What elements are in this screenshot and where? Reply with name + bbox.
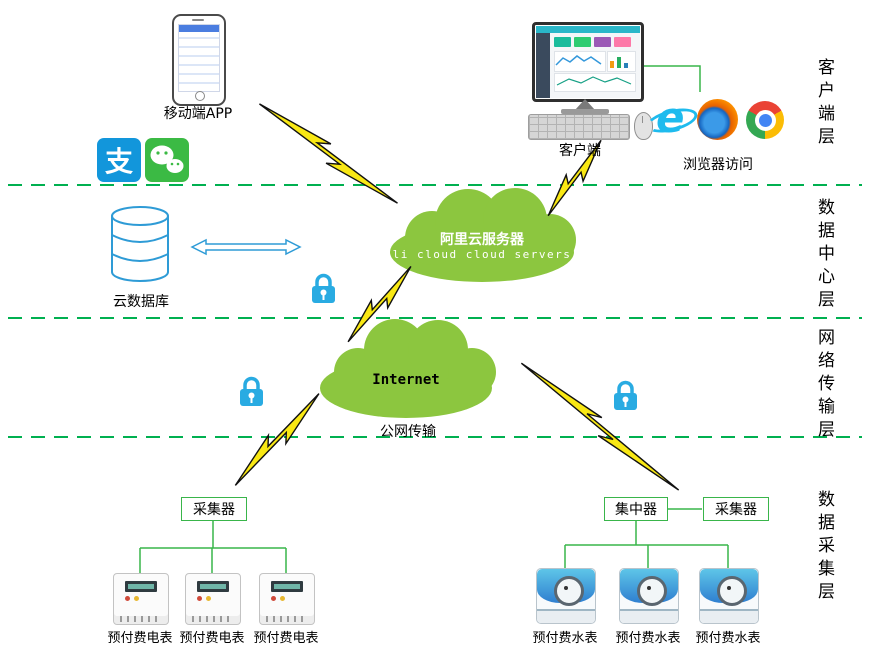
water-meter-icon (699, 568, 759, 624)
alipay-glyph: 支 (104, 145, 133, 178)
bolt-client-cloud (543, 134, 607, 221)
client-browser-connector (638, 65, 701, 92)
bolt-internet-concentrator (515, 358, 685, 494)
layer-label-datacenter: 数据中心层 (814, 198, 834, 313)
collector-right-box: 采集器 (703, 497, 769, 521)
ie-glyph: e (656, 93, 685, 142)
electric-meter-label: 预付费电表 (179, 631, 245, 646)
electric-meter-icon (259, 573, 315, 625)
monitor-stand (575, 99, 595, 110)
chrome-hub (754, 109, 776, 131)
phone-home-button (195, 91, 205, 101)
browser-access-label: 浏览器访问 (683, 157, 753, 173)
electric-meter-label: 预付费电表 (253, 631, 319, 646)
client-label: 客户端 (559, 143, 601, 159)
water-meter-label: 预付费水表 (532, 631, 598, 646)
sync-double-arrow (190, 238, 302, 256)
phone-screen (178, 24, 220, 92)
dashboard-sidebar (536, 33, 550, 98)
security-lock-icon (614, 380, 637, 410)
ali-cloud-subtitle: li cloud cloud servers (392, 248, 572, 261)
water-meter-icon (536, 568, 596, 624)
monitor-stand-base (561, 109, 609, 114)
water-meter-label: 预付费水表 (615, 631, 681, 646)
concentrator-box: 集中器 (604, 497, 668, 521)
electric-meter-bus (139, 521, 287, 573)
internet-label: Internet (372, 372, 440, 388)
water-meter-bus (564, 508, 729, 568)
wechat-bubbles (150, 145, 184, 173)
internet-explorer-icon: e (644, 93, 700, 142)
security-lock-icon (240, 376, 263, 406)
dashboard-side-panel (607, 51, 636, 72)
alipay-icon: 支 (97, 138, 141, 182)
firefox-icon (697, 99, 738, 140)
desktop-monitor-icon (532, 22, 644, 102)
electric-meter-icon (113, 573, 169, 625)
water-meter-label: 预付费水表 (695, 631, 761, 646)
smartphone-icon (172, 14, 226, 106)
mobile-app-label: 移动端APP (163, 106, 233, 122)
dashboard-tile (614, 37, 631, 47)
dashboard-tile (574, 37, 591, 47)
security-lock-icon (312, 273, 335, 303)
layer-label-network: 网络传输层 (814, 328, 834, 443)
collector-left-box: 采集器 (181, 497, 247, 521)
public-transmission-label: 公网传输 (380, 424, 436, 440)
dashboard-line-chart (554, 51, 606, 72)
dashboard-tile (554, 37, 571, 47)
electric-meter-icon (185, 573, 241, 625)
dashboard-bottom-chart (554, 73, 636, 92)
water-meter-icon (619, 568, 679, 624)
internet-cloud-icon (320, 319, 496, 418)
bolt-phone-cloud (253, 98, 404, 209)
mouse-icon (634, 112, 653, 140)
wechat-icon (145, 138, 189, 182)
lightning-links (230, 98, 685, 495)
electric-meter-label: 预付费电表 (107, 631, 173, 646)
dashboard-topbar (536, 26, 640, 33)
keyboard-icon (528, 114, 630, 140)
ali-cloud-icon (390, 188, 576, 282)
cloud-db-label: 云数据库 (113, 294, 169, 310)
dashboard-screen (536, 26, 640, 98)
chrome-icon (746, 101, 784, 139)
ali-cloud-title: 阿里云服务器 (440, 232, 524, 248)
dashboard-tile (594, 37, 611, 47)
database-cylinder-icon (111, 206, 169, 282)
layer-label-collection: 数据采集层 (814, 490, 834, 605)
layer-label-client: 客户端层 (814, 58, 834, 150)
bolt-cloud-internet (343, 260, 416, 349)
phone-speaker (192, 19, 204, 21)
phone-appbar (179, 25, 219, 32)
bolt-internet-collector (230, 386, 324, 493)
